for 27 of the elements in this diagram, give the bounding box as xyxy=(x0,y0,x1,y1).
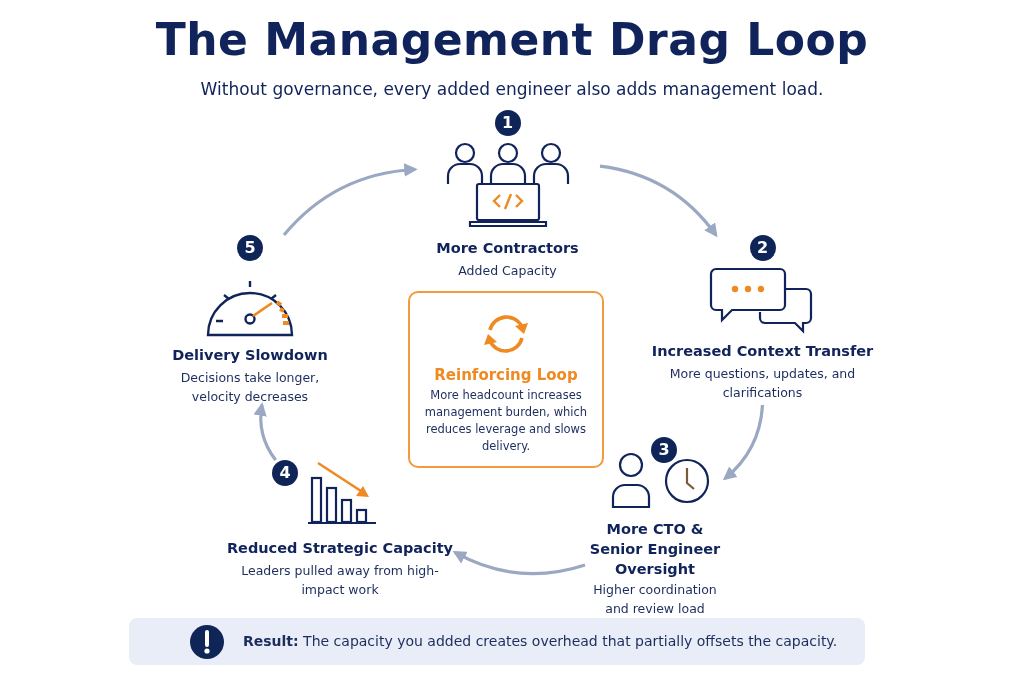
step-number: 1 xyxy=(494,110,521,136)
step-title: Reduced Strategic Capacity xyxy=(226,539,454,558)
step-description: Higher coordination and review load xyxy=(592,581,718,618)
curved-arrow xyxy=(599,164,718,238)
title: The Management Drag Loop xyxy=(155,14,869,65)
step-number: 3 xyxy=(651,437,677,463)
step-title: More Contractors xyxy=(436,239,579,258)
loop-summary-card xyxy=(408,291,604,468)
step-title: Increased Context Transfer xyxy=(651,342,874,361)
step-description: Leaders pulled away from high-impact work xyxy=(240,562,440,599)
step-number: 2 xyxy=(749,235,776,261)
curved-arrow xyxy=(452,551,586,576)
step-number: 5 xyxy=(237,235,263,261)
step-title: More CTO & Senior Engineer Oversight xyxy=(588,520,722,579)
curved-arrow xyxy=(253,402,277,461)
step-description: More questions, updates, and clarifications xyxy=(668,365,857,402)
step-title: Delivery Slowdown xyxy=(172,346,328,365)
result-text: Result: The capacity you added creates overhead that partially offsets the capacity. xyxy=(243,632,838,651)
loop-title: Reinforcing Loop xyxy=(434,365,578,385)
step-description: Added Capacity xyxy=(458,262,557,280)
curved-arrow xyxy=(722,404,765,481)
step-number: 4 xyxy=(272,460,298,486)
result-banner xyxy=(129,618,865,665)
loop-description: More headcount increases management burden, which reduces leverage and slows delivery. xyxy=(423,387,589,455)
curved-arrow xyxy=(282,163,418,237)
subtitle: Without governance, every added engineer also adds management load. xyxy=(200,79,824,99)
step-description: Decisions take longer, velocity decreases xyxy=(179,369,321,406)
